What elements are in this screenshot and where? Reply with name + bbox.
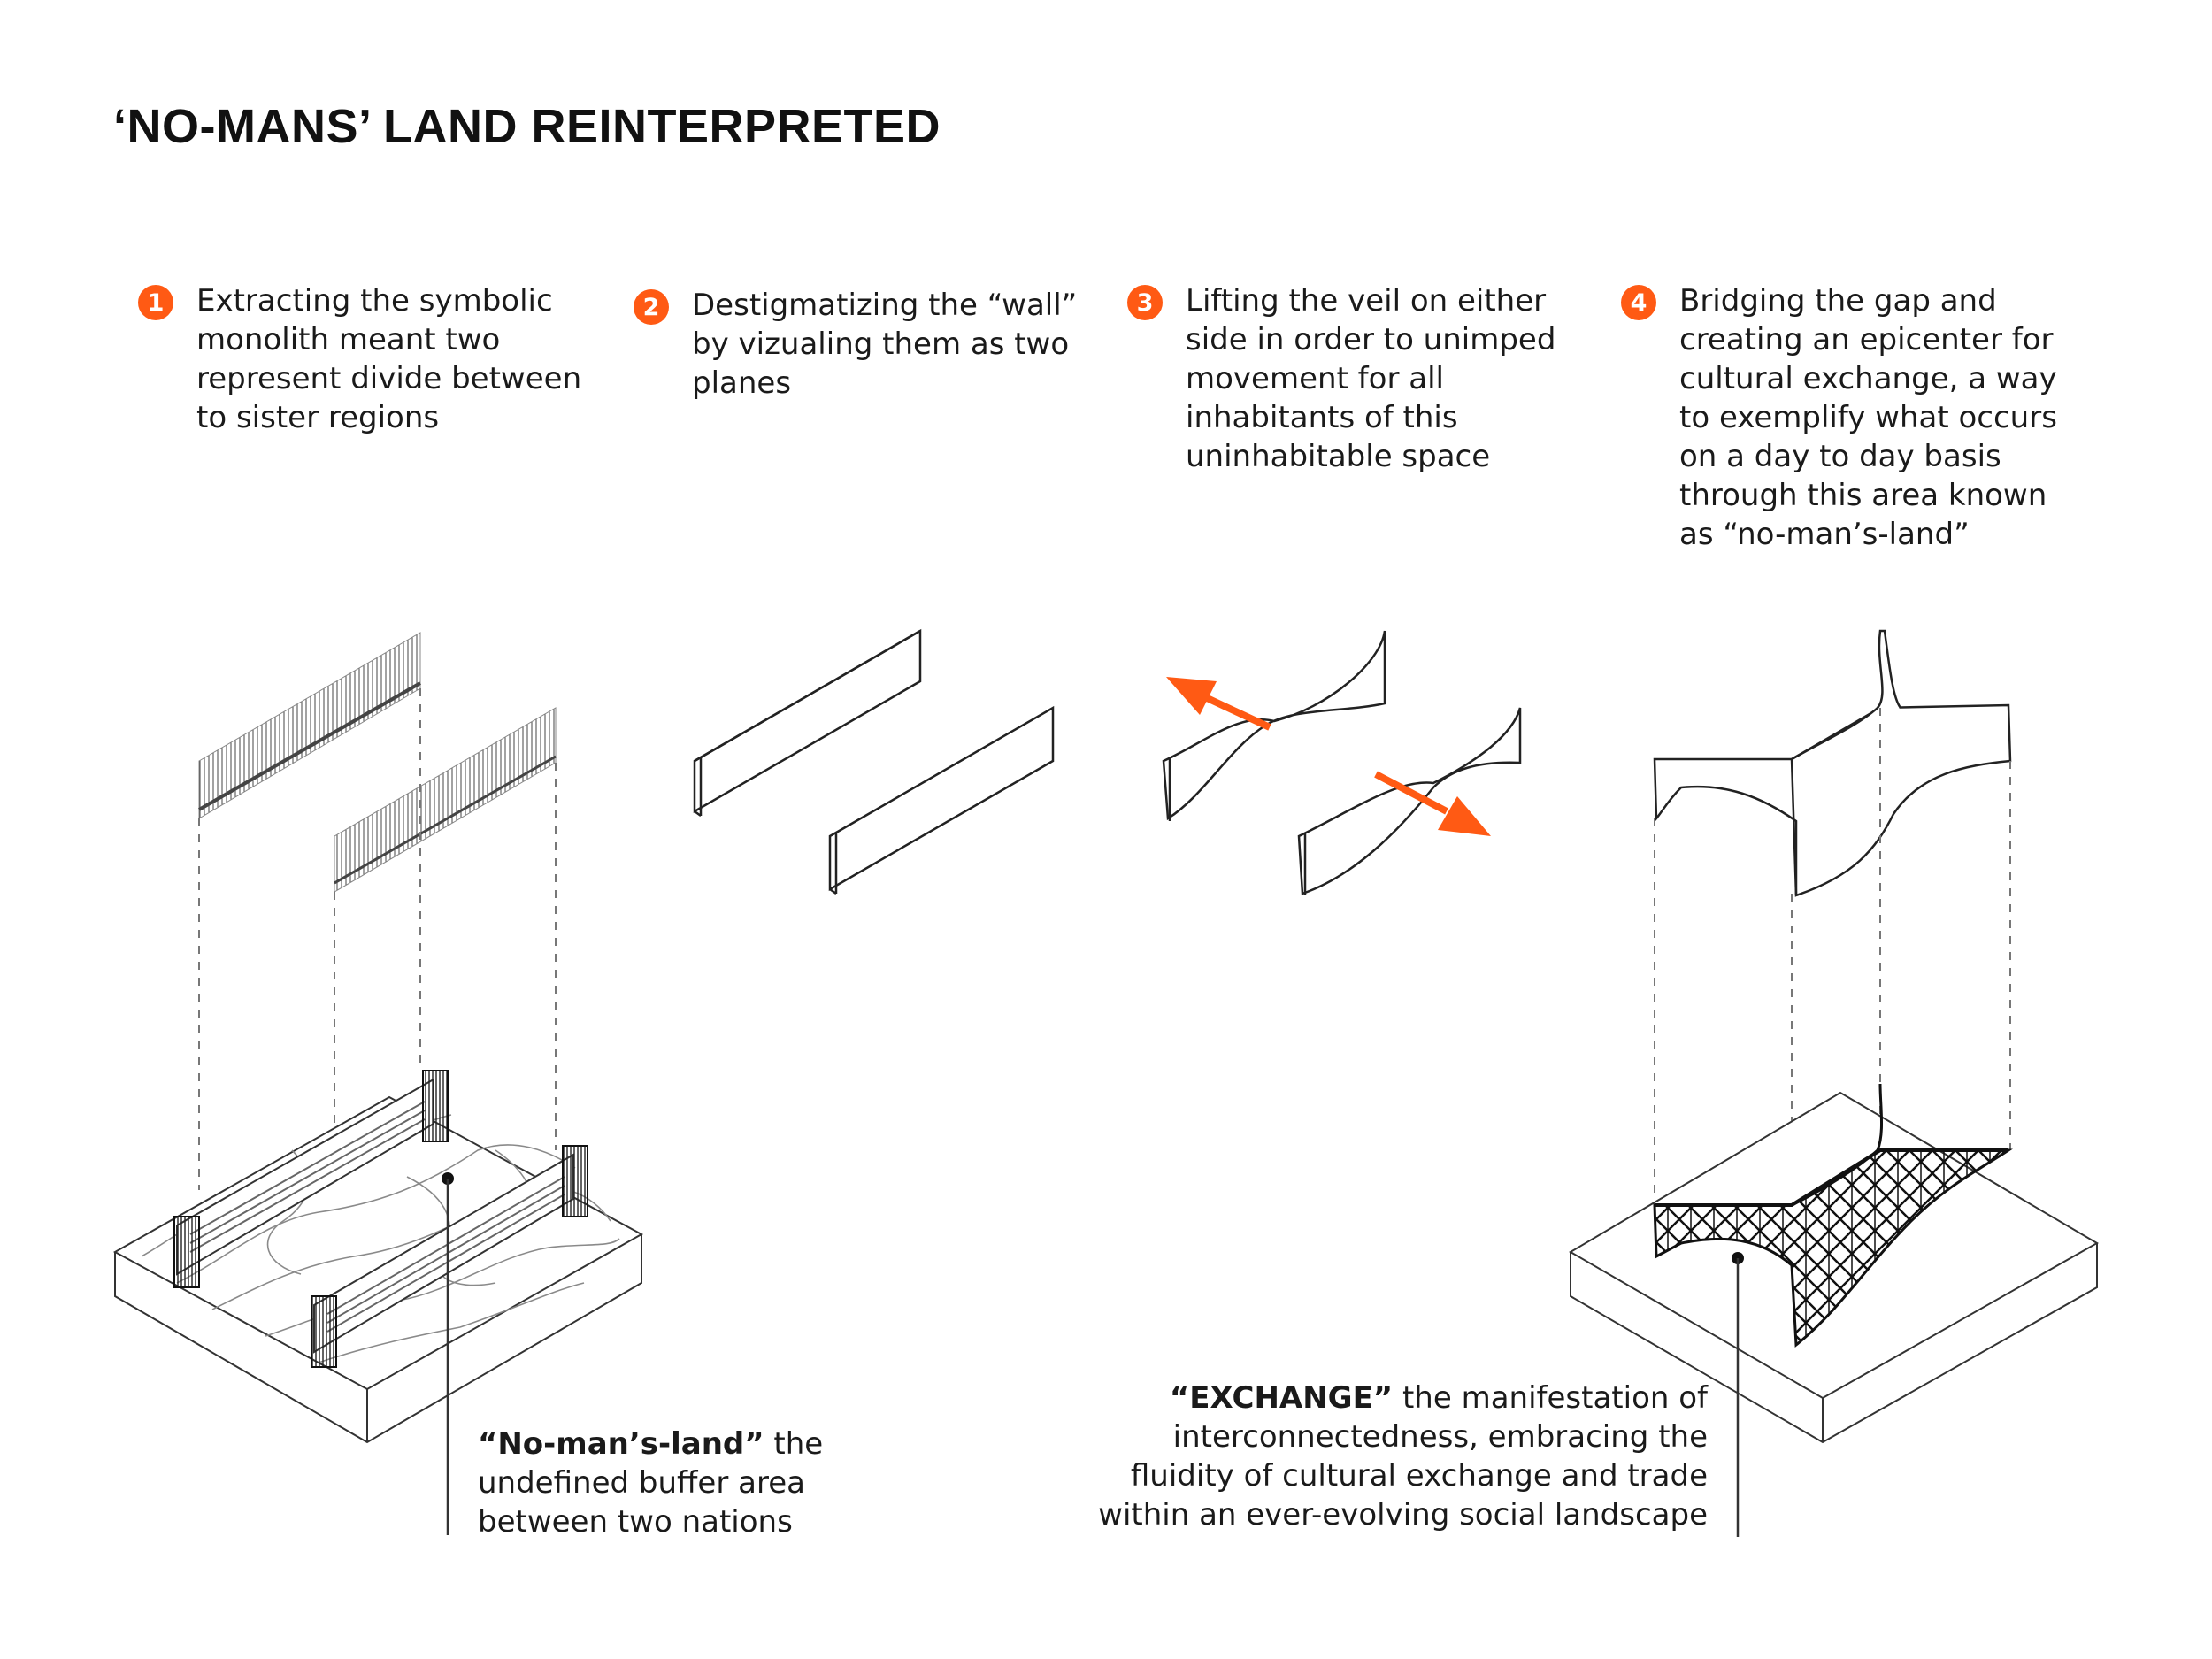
step-number-badge: 4 — [1621, 285, 1656, 320]
step-description: Destigmatizing the “wall” by vizualing t… — [692, 288, 1078, 401]
step-description: Extracting the symbolic monolith meant t… — [196, 283, 582, 435]
projection-lines-right — [1654, 708, 2011, 1194]
annotation-text: the manifestation of interconnectedness,… — [1098, 1380, 1708, 1532]
movement-arrows — [1166, 677, 1491, 836]
no-mans-land-leader — [442, 1172, 454, 1535]
bridge-shell-floating — [1653, 629, 2012, 897]
two-planes — [693, 628, 1055, 895]
bridge-structure-lattice — [1653, 1083, 2013, 1348]
step-description: Lifting the veil on either side in order… — [1186, 283, 1556, 474]
step-description: Bridging the gap and creating an epicent… — [1679, 283, 2057, 552]
step-number-badge: 2 — [634, 289, 669, 325]
annotation-text: the undefined buffer area between two na… — [478, 1426, 824, 1540]
exchange-leader — [1732, 1252, 1744, 1537]
step-number-badge: 1 — [138, 285, 173, 320]
annotation-term: “EXCHANGE” — [1169, 1380, 1394, 1416]
exchange-annotation: “EXCHANGE” the manifestation of intercon… — [1088, 1379, 1708, 1534]
no-mans-land-annotation: “No-man’s-land” the undefined buffer are… — [478, 1425, 849, 1541]
monolith-walls-floating — [198, 632, 557, 893]
page-title: ‘NO-MANS’ LAND REINTERPRETED — [113, 100, 941, 153]
annotation-term: “No-man’s-land” — [478, 1426, 764, 1462]
terrain-block — [112, 1095, 644, 1444]
step-number-badge: 3 — [1127, 285, 1163, 320]
walls-on-terrain — [173, 1070, 588, 1368]
lifted-planes — [1162, 630, 1522, 895]
projection-lines — [198, 688, 557, 1292]
